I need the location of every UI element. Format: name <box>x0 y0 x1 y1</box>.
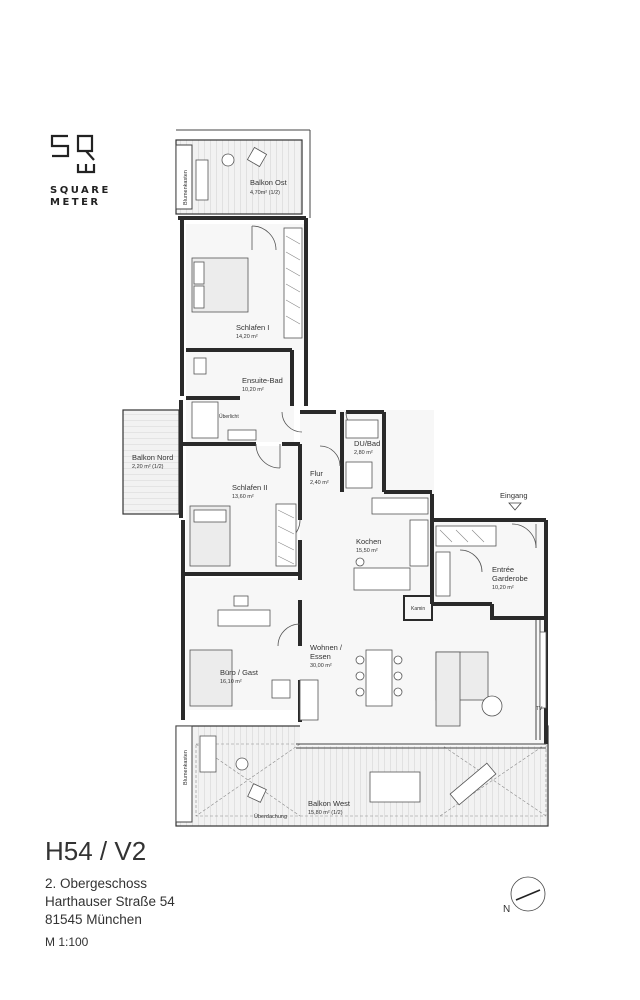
room-name-2: Garderobe <box>492 574 528 583</box>
room-name: Wohnen / <box>310 643 343 652</box>
entrance-label: Eingang <box>500 491 528 500</box>
furniture <box>189 146 547 806</box>
city-address: 81545 München <box>45 912 142 927</box>
wardrobe-1 <box>283 227 303 339</box>
planter-label-bottom: Blumenkasten <box>183 750 189 785</box>
room-name: Balkon Ost <box>250 178 288 187</box>
room-name: Ensuite-Bad <box>242 376 283 385</box>
room-area: 2,20 m² (1/2) <box>132 464 164 470</box>
room-area: 13,60 m² <box>232 494 254 500</box>
compass-north-label: N <box>503 904 510 915</box>
room-labels: Balkon Ost 4,70m² (1/2) Schlafen I 14,20… <box>132 178 528 816</box>
misc-labels: Blumenkasten Blumenkasten Überlicht Kami… <box>183 170 543 820</box>
room-area: 16,10 m² <box>220 679 242 685</box>
toilet <box>193 357 207 375</box>
street-address: Harthauser Straße 54 <box>45 894 175 909</box>
entrance-arrow-icon <box>508 502 522 511</box>
room-area: 15,80 m² (1/2) <box>308 810 343 816</box>
room-name: Schlafen II <box>232 483 267 492</box>
sun-lounger <box>449 762 497 806</box>
north-compass: N <box>500 870 550 920</box>
sink <box>227 429 257 441</box>
room-name-2: Essen <box>310 652 331 661</box>
floor-label: 2. Obergeschoss <box>45 876 148 891</box>
wardrobe-2 <box>275 503 297 567</box>
room-area: 10,20 m² <box>242 387 264 393</box>
brand-line-2: METER <box>50 197 101 208</box>
balcony-north-deck <box>122 409 180 515</box>
room-name: Flur <box>310 469 323 478</box>
planter-bottom <box>175 725 193 823</box>
planter-label-top: Blumenkasten <box>183 170 189 205</box>
room-area: 14,20 m² <box>236 334 258 340</box>
skylight-label: Überlicht <box>219 413 239 420</box>
room-area: 4,70m² (1/2) <box>250 190 280 196</box>
room-area: 2,40 m² <box>310 480 329 486</box>
desk <box>217 609 271 627</box>
tv-label: TV <box>536 706 543 712</box>
brand-wordmark: SQUARE METER <box>50 185 111 209</box>
terrace-table <box>369 771 421 803</box>
room-name: Kochen <box>356 537 381 546</box>
room-name: DU/Bad <box>354 439 380 448</box>
compass-icon: N <box>503 876 546 915</box>
room-area: 30,00 m² <box>310 663 332 669</box>
room-name: Balkon West <box>308 799 351 808</box>
room-name: Balkon Nord <box>132 453 173 462</box>
room-name: Schlafen I <box>236 323 269 332</box>
room-name: Büro / Gast <box>220 668 259 677</box>
dining-table <box>365 649 393 707</box>
planter-top <box>175 144 193 210</box>
room-area: 2,80 m² <box>354 450 373 456</box>
guest-bed <box>189 649 233 707</box>
unit-title: H54 / V2 <box>45 836 147 866</box>
kitchen-island <box>353 567 411 591</box>
brand-line-1: SQUARE <box>50 185 111 196</box>
room-name: Entrée <box>492 565 514 574</box>
scale-label: M 1:100 <box>45 935 89 949</box>
room-area: 10,20 m² <box>492 585 514 591</box>
fireplace-label: Kamin <box>411 606 425 612</box>
kitchen-counter <box>371 497 429 515</box>
room-area: 15,50 m² <box>356 548 378 554</box>
balcony-east-deck <box>175 139 303 215</box>
side-table <box>481 695 503 717</box>
roof-label: Überdachung <box>254 813 287 820</box>
logo-mark <box>50 134 96 174</box>
